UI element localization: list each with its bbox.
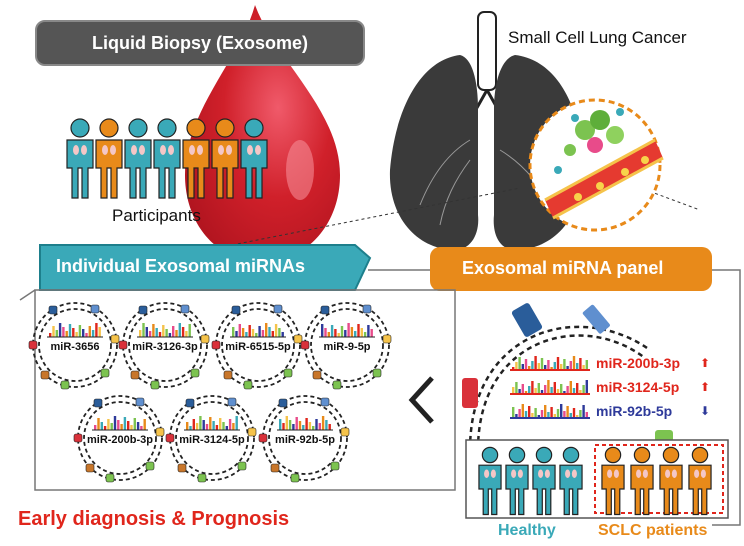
panel-bar-strip xyxy=(510,356,590,371)
vessel-zoom-circle xyxy=(528,98,664,232)
person-icon xyxy=(240,118,268,199)
panel-mirna-label: miR-3124-5p xyxy=(596,379,680,395)
exosome-circle xyxy=(300,302,392,390)
arrow-up-icon: ⬆ xyxy=(700,380,711,394)
patient-groups xyxy=(478,446,712,516)
exosome-circle xyxy=(165,395,257,483)
mirna-label: miR-92b-5p xyxy=(275,434,335,446)
individual-section-title: Individual Exosomal miRNAs xyxy=(56,256,306,276)
panel-mirna-label: miR-92b-5p xyxy=(596,403,673,419)
mirna-label: miR-3126-3p xyxy=(132,341,198,353)
person-icon xyxy=(211,118,239,199)
exosome-circle xyxy=(28,302,120,390)
panel-section-title: Exosomal miRNA panel xyxy=(462,258,664,278)
diagnosis-label: Early diagnosis & Prognosis xyxy=(18,508,290,530)
liquid-biopsy-label: Liquid Biopsy (Exosome) xyxy=(91,32,309,53)
mirna-label: miR-3124-5p xyxy=(179,434,245,446)
person-icon xyxy=(630,446,654,516)
person-icon xyxy=(559,446,583,516)
panel-bar-strip xyxy=(510,404,590,419)
mirna-label: miR-200b-3p xyxy=(86,434,154,446)
mirna-label: miR-9-5p xyxy=(323,341,371,353)
person-icon xyxy=(532,446,556,516)
person-icon xyxy=(601,446,625,516)
person-icon xyxy=(95,118,123,199)
exosome-circle xyxy=(258,395,350,483)
panel-bar-strip xyxy=(510,380,590,395)
person-icon xyxy=(66,118,94,199)
participants-label: Participants xyxy=(112,206,201,225)
chevron-left-icon xyxy=(408,376,434,424)
exosome-circle xyxy=(118,302,210,390)
exosome-circle xyxy=(211,302,303,390)
person-icon xyxy=(505,446,529,516)
panel-ring xyxy=(462,303,673,451)
arrow-down-icon: ⬇ xyxy=(700,404,711,418)
exosome-circle xyxy=(73,395,165,483)
healthy-label: Healthy xyxy=(498,522,556,539)
lung-title: Small Cell Lung Cancer xyxy=(508,28,687,47)
participants-group xyxy=(66,118,268,199)
person-icon xyxy=(153,118,181,199)
person-icon xyxy=(688,446,712,516)
mirna-label: miR-3656 xyxy=(50,341,100,353)
panel-mirna-label: miR-200b-3p xyxy=(596,355,681,371)
person-icon xyxy=(478,446,502,516)
person-icon xyxy=(182,118,210,199)
person-icon xyxy=(659,446,683,516)
person-icon xyxy=(124,118,152,199)
liquid-biopsy-title: Liquid Biopsy (Exosome) xyxy=(35,20,365,66)
arrow-up-icon: ⬆ xyxy=(700,356,711,370)
sclc-label: SCLC patients xyxy=(598,522,708,539)
mirna-label: miR-6515-5p xyxy=(225,341,291,353)
